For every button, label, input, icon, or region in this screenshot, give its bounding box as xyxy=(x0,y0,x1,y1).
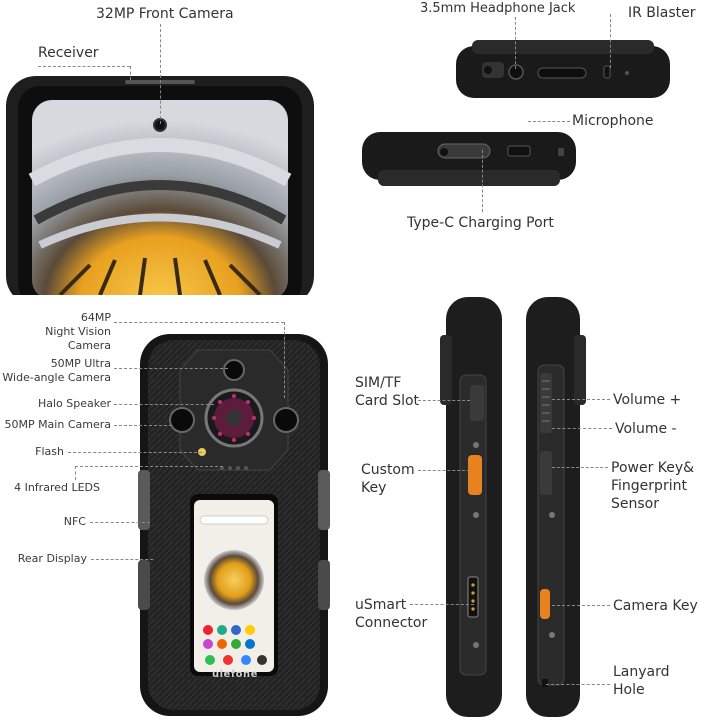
volume-up-leader xyxy=(552,399,610,400)
sim-tray-leader xyxy=(418,400,470,401)
microphone-label: Microphone xyxy=(572,113,654,129)
infrared-leds-leader-h xyxy=(75,466,223,467)
power-key-leader xyxy=(552,467,608,468)
infrared-leds-label: 4 Infrared LEDS xyxy=(14,481,100,494)
nfc-label: NFC xyxy=(63,515,86,528)
night-vision-leader-h xyxy=(114,322,284,323)
front-phone-image xyxy=(6,76,314,295)
headphone-jack-leader xyxy=(515,17,516,69)
rear-display-leader xyxy=(91,559,153,560)
top-edge-image xyxy=(456,40,670,98)
sim-tray-label: SIM/TF Card Slot xyxy=(355,375,420,409)
left-side-image xyxy=(440,297,502,717)
nfc-leader xyxy=(90,522,150,523)
right-side-image xyxy=(526,297,586,717)
brand-logo: ulefone xyxy=(212,669,258,680)
ir-blaster-label: IR Blaster xyxy=(628,5,696,21)
ultra-wide-leader xyxy=(114,368,228,369)
halo-speaker-leader xyxy=(114,404,214,405)
custom-key-leader xyxy=(418,470,470,471)
usmart-label: uSmart Connector xyxy=(355,597,428,631)
lanyard-label: Lanyard Hole xyxy=(613,664,670,698)
receiver-label: Receiver xyxy=(38,45,99,61)
receiver-leader-h xyxy=(38,66,130,67)
rear-phone-image xyxy=(138,334,330,716)
flash-label: Flash xyxy=(35,445,64,458)
front-camera-leader xyxy=(160,24,161,124)
night-vision-camera-label: 64MP Night Vision Camera xyxy=(45,311,111,352)
receiver-leader-v xyxy=(130,66,131,80)
headphone-jack-label: 3.5mm Headphone Jack xyxy=(420,1,576,16)
volume-down-leader xyxy=(552,428,612,429)
ultra-wide-camera-label: 50MP Ultra Wide-angle Camera xyxy=(2,357,111,384)
usmart-leader xyxy=(410,604,474,605)
flash-leader xyxy=(68,452,202,453)
volume-up-label: Volume + xyxy=(613,392,682,408)
lanyard-leader xyxy=(546,684,610,685)
main-camera-label: 50MP Main Camera xyxy=(4,418,111,431)
custom-key-label: Custom Key xyxy=(361,462,415,496)
rear-display-label: Rear Display xyxy=(17,552,87,565)
night-vision-leader-v xyxy=(284,322,285,398)
camera-key-leader xyxy=(552,605,610,606)
microphone-leader xyxy=(528,121,570,122)
infrared-leds-leader-v xyxy=(75,466,76,480)
bottom-edge-image xyxy=(362,132,576,186)
type-c-label: Type-C Charging Port xyxy=(407,215,554,231)
power-key-label: Power Key& Fingerprint Sensor xyxy=(611,460,695,512)
volume-down-label: Volume - xyxy=(615,421,677,437)
main-camera-leader xyxy=(114,425,172,426)
halo-speaker-label: Halo Speaker xyxy=(37,397,111,410)
camera-key-label: Camera Key xyxy=(613,598,698,614)
ir-blaster-leader xyxy=(610,14,611,68)
type-c-leader xyxy=(482,150,483,212)
front-camera-label: 32MP Front Camera xyxy=(96,6,234,22)
